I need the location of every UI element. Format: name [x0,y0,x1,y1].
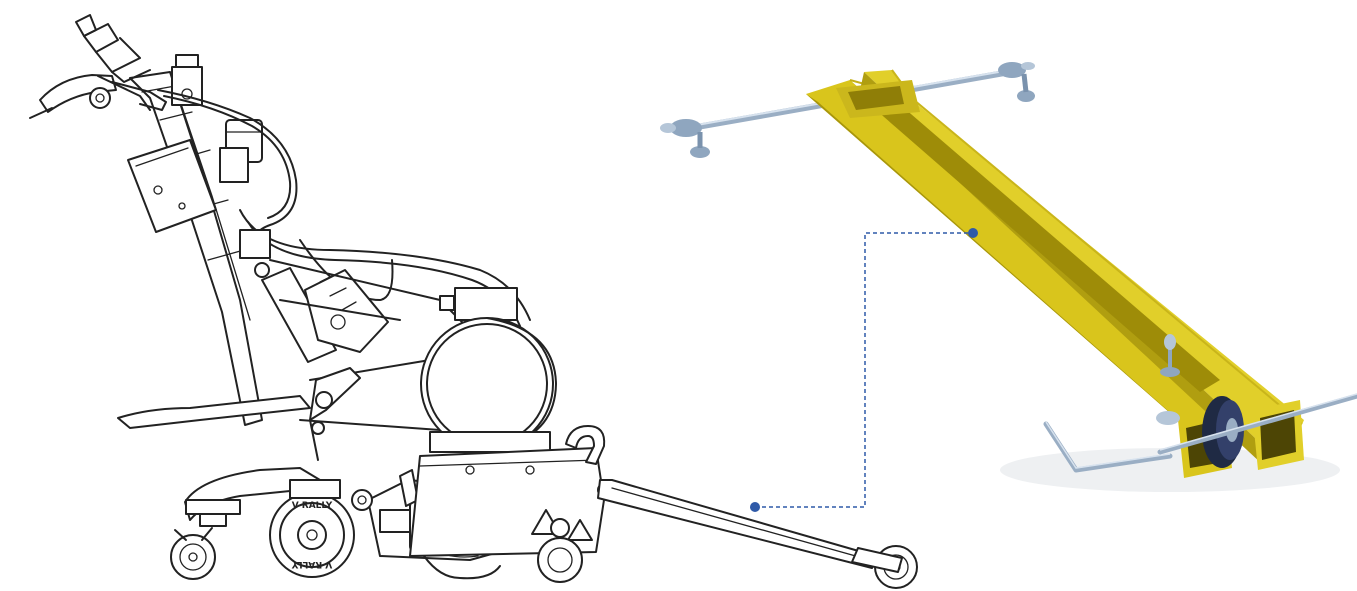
steering-wheel [75,14,151,83]
handlebar [29,74,167,119]
caster-base [170,467,321,580]
right-wing-nut [998,62,1035,102]
wheel-brand-text: V-RALLY [292,501,333,511]
bracket-wing-screw [1156,334,1180,425]
guide-bracket-photo [660,62,1357,492]
top-plate-opening [848,86,904,110]
pedal-lever [117,367,361,461]
carriage-housing [409,425,611,583]
leader-dot-bracket [968,228,978,238]
motor [420,287,557,453]
callout-leader [750,228,978,512]
left-tube [806,79,1241,460]
actuator [239,229,389,363]
machine-line-drawing: V-RALLY V-RALLY [29,14,918,589]
front-rod [1043,393,1357,473]
main-wheel: V-RALLY V-RALLY [269,479,355,578]
bracket-slot [876,108,1220,392]
bracket-shadow [1000,448,1340,492]
guide-arm [597,479,918,589]
control-box [127,139,217,233]
left-wing-nut [660,119,710,158]
leader-dot-machine [750,502,760,512]
wheel-brand-text-lower: V-RALLY [291,559,332,569]
